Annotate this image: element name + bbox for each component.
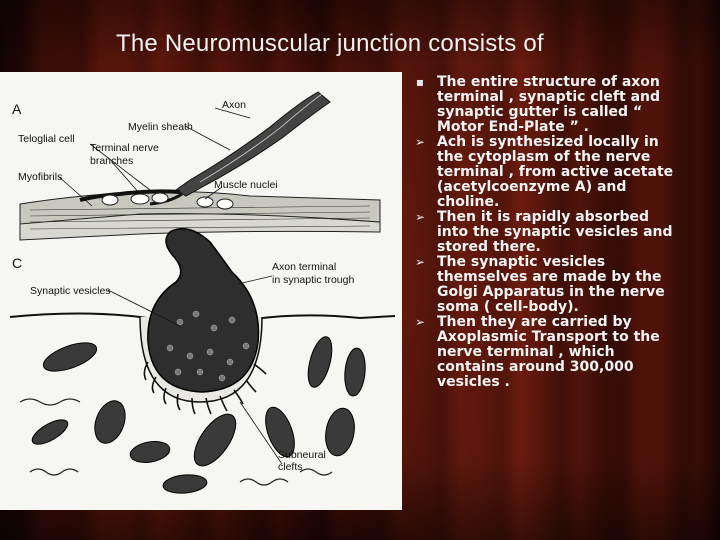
bullet-5-line-2: Axoplasmic Transport to the bbox=[437, 329, 660, 345]
panel-a-label: A bbox=[12, 101, 22, 117]
bullet-item-5: ➢ Then they are carried by Axoplasmic Tr… bbox=[412, 315, 712, 390]
bullet-item-3: ➢ Then it is rapidly absorbed into the s… bbox=[412, 210, 712, 255]
bullet-4-line-3: Golgi Apparatus in the nerve bbox=[437, 284, 665, 300]
bullet-1-line-2: terminal , synaptic cleft and bbox=[437, 89, 661, 105]
arrow-bullet-icon: ➢ bbox=[414, 210, 426, 224]
bullet-2-line-4: (acetylcoenzyme A) and bbox=[437, 179, 627, 195]
bullet-2-line-2: the cytoplasm of the nerve bbox=[437, 149, 651, 165]
branches-label: branches bbox=[90, 155, 133, 167]
bullet-1-line-1: The entire structure of axon bbox=[437, 74, 660, 90]
panel-c-label: C bbox=[12, 255, 22, 271]
bullet-3-line-1: Then it is rapidly absorbed bbox=[437, 209, 650, 225]
bullet-4-line-4: soma ( cell-body). bbox=[437, 299, 579, 315]
muscle-nuclei-label: Muscle nuclei bbox=[214, 179, 278, 191]
arrow-bullet-icon: ➢ bbox=[414, 255, 426, 269]
bullet-3-line-2: into the synaptic vesicles and bbox=[437, 224, 673, 240]
neuromuscular-junction-figure: A Axon Myelin sheath Teloglial cell Term… bbox=[0, 72, 402, 510]
clefts-label: clefts bbox=[278, 461, 303, 473]
bullet-2-line-3: terminal , from active acetate bbox=[437, 164, 674, 180]
bullet-5-line-5: vesicles . bbox=[437, 374, 510, 390]
synaptic-vesicles-label: Synaptic vesicles bbox=[30, 285, 111, 297]
synaptic-trough-label: in synaptic trough bbox=[272, 274, 354, 286]
arrow-bullet-icon: ➢ bbox=[414, 135, 426, 149]
bullet-item-4: ➢ The synaptic vesicles themselves are m… bbox=[412, 255, 712, 315]
bullet-3-line-3: stored there. bbox=[437, 239, 541, 255]
terminal-nerve-label: Terminal nerve bbox=[90, 142, 159, 154]
myofibrils-label: Myofibrils bbox=[18, 171, 62, 183]
bullet-4-line-1: The synaptic vesicles bbox=[437, 254, 606, 270]
bullet-5-line-3: nerve terminal , which bbox=[437, 344, 615, 360]
axon-terminal-label: Axon terminal bbox=[272, 261, 336, 273]
axon-label: Axon bbox=[222, 99, 246, 111]
bullet-2-line-1: Ach is synthesized locally in bbox=[437, 134, 659, 150]
bullet-5-line-4: contains around 300,000 bbox=[437, 359, 634, 375]
figure-drawing: A Axon Myelin sheath Teloglial cell Term… bbox=[9, 91, 396, 494]
arrow-bullet-icon: ➢ bbox=[414, 315, 426, 329]
bullet-list: ▪ The entire structure of axon terminal … bbox=[412, 75, 712, 390]
bullet-4-line-2: themselves are made by the bbox=[437, 269, 662, 285]
bullet-1-line-3: synaptic gutter is called “ bbox=[437, 104, 643, 120]
subneural-label: Subneural bbox=[278, 449, 326, 461]
bullet-5-line-1: Then they are carried by bbox=[437, 314, 632, 330]
square-bullet-icon: ▪ bbox=[415, 75, 425, 89]
bullet-item-1: ▪ The entire structure of axon terminal … bbox=[412, 75, 712, 135]
slide-title: The Neuromuscular junction consists of bbox=[116, 30, 544, 57]
panel-a-illustration bbox=[19, 91, 381, 241]
bullet-1-line-4: Motor End-Plate ” . bbox=[437, 119, 589, 135]
bullet-2-line-5: choline. bbox=[437, 194, 500, 210]
myelin-sheath-label: Myelin sheath bbox=[128, 121, 193, 133]
teloglial-cell-label: Teloglial cell bbox=[18, 133, 75, 145]
panel-c-illustration bbox=[9, 227, 396, 494]
bullet-item-2: ➢ Ach is synthesized locally in the cyto… bbox=[412, 135, 712, 210]
